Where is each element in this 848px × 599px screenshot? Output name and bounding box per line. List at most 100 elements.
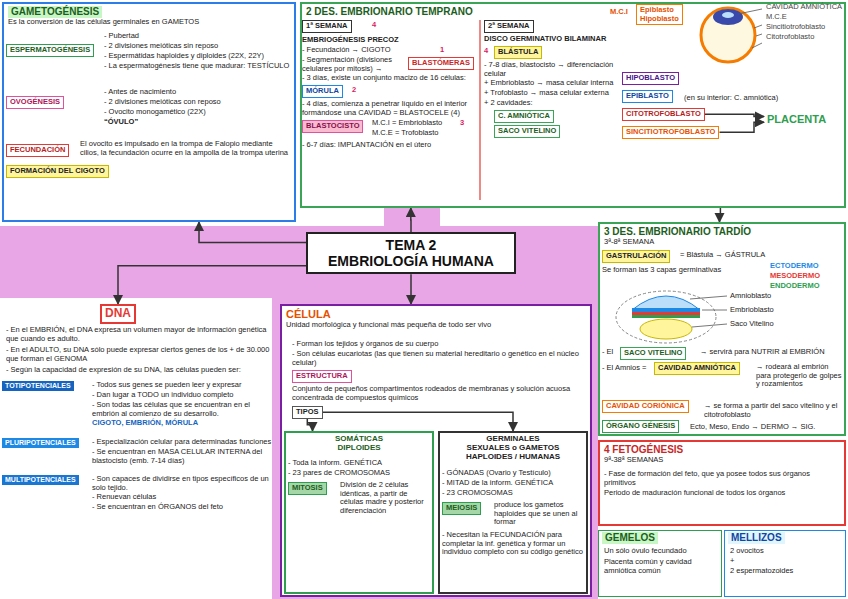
node-title: CITOTROFOBLASTO [626, 110, 701, 119]
node-title: MITOSIS [292, 484, 323, 493]
leader-line [756, 34, 762, 36]
connector [719, 208, 721, 222]
note-text: - Son células eucariotas (las que tienen… [292, 350, 588, 367]
leader-line [754, 25, 762, 28]
note-text: 2 espermatozoides [730, 567, 840, 576]
leader-line [702, 310, 727, 311]
note-text: + Embrioblasto → masa celular interna [484, 79, 614, 88]
note-text: - 23 CROMOSOMAS [442, 489, 584, 498]
term-box: BLASTOCISTO [302, 120, 363, 133]
note-text: = Blástula → GÁSTRULA [680, 251, 840, 260]
note-text: - Dan lugar a TODO un individuo completo [92, 391, 272, 400]
node-title: 2ª SEMANA [488, 22, 530, 31]
note-text: Placenta común y cavidad amniótica común [604, 558, 718, 575]
node-title: TEMA 2 [312, 237, 510, 253]
term-box: TOTIPOTENCIALES [2, 381, 74, 391]
note-text: - El Amnios = [602, 364, 652, 373]
term-box: MÓRULA [302, 85, 343, 98]
node-text: DIPLOIDES [289, 443, 429, 452]
callout-number: 4 [484, 47, 492, 56]
note-text: - Forman los tejidos y órganos de su cue… [292, 340, 588, 349]
inner-cell-mass [713, 9, 743, 25]
note-text: Conjunto de pequeños compartimentos rode… [292, 385, 588, 402]
node-title: MÓRULA [306, 87, 339, 96]
week-divider [479, 20, 480, 200]
node-title: SINCITIOTROFOBLASTO [626, 128, 715, 137]
term-box: PLACENTA [764, 112, 829, 127]
note-text: - La espermatogénesis tiene que madurar:… [104, 62, 292, 71]
note-text: Saco Vitelino [730, 320, 810, 329]
note-text: ENDODERMO [770, 282, 842, 291]
note-text: - Toda la inform. GENÉTICA [288, 459, 430, 468]
node-text: SEXUALES o GAMETOS [443, 443, 583, 452]
term-box: SINCITIOTROFOBLASTO [622, 126, 719, 139]
note-text: - Antes de nacimiento [104, 88, 292, 97]
node-text: Unidad morfológica y funcional más peque… [286, 321, 586, 330]
note-text: - 23 pares de CROMOSOMAS [288, 469, 430, 478]
note-text: + [730, 557, 840, 566]
note-text: División de 2 células idénticas, a parti… [340, 481, 430, 516]
note-text: - 4 días, comienza a penetrar líquido en… [302, 100, 478, 117]
node-title: GEMELOS [602, 532, 658, 544]
note-text: - En el EMBRIÓN, el DNA expresa un volum… [6, 326, 270, 343]
note-text: - Renuevan células [92, 493, 272, 502]
node-title: 2 DES. EMBRIONARIO TEMPRANO [306, 6, 840, 18]
term-box: SACO VITELINO [494, 125, 560, 138]
note-text: - Necesitan la FECUNDACIÓN para completa… [442, 531, 584, 557]
leader-line [690, 296, 727, 299]
term-box: GASTRULACIÓN [602, 250, 670, 263]
node-title: MULTIPOTENCIALES [5, 476, 76, 484]
amnion-shape [632, 296, 700, 310]
note-text: → se forma a partir del saco vitelino y … [704, 402, 844, 419]
term-box: C. AMNIÓTICA [494, 110, 554, 123]
node-title: BLÁSTULA [498, 48, 538, 57]
note-text: CIGOTO, EMBRIÓN, MÓRULA [92, 419, 272, 428]
term-box: ÓRGANO GÉNESIS [602, 420, 679, 433]
note-text: EMBRIOGÉNESIS PRECOZ [302, 36, 478, 45]
node-text: EMBRIOLOGÍA HUMANA [312, 253, 510, 269]
note-text: CAVIDAD AMNIÓTICA [766, 3, 844, 12]
note-text: - Segmentación (divisiones celulares por… [302, 56, 406, 73]
node-title: EPIBLASTO [626, 92, 669, 101]
term-box: CAVIDAD CORIÓNICA [602, 400, 689, 413]
node-text: 9ª-38ª SEMANAS [604, 456, 840, 465]
term-box: MEIOSIS [442, 502, 481, 515]
term-box: FORMACIÓN DEL CIGOTO [6, 165, 109, 178]
term-box: SACO VITELINO [620, 347, 686, 360]
title-box: TEMA 2EMBRIOLOGÍA HUMANA [306, 232, 516, 274]
note-text: - Especialización celular para determina… [92, 438, 272, 447]
term-box: OVOGÉNESIS [6, 96, 64, 109]
node-title: SOMÁTICAS [289, 434, 429, 443]
term-box: EpiblastoHipoblasto [636, 4, 683, 25]
note-text: Se forman las 3 capas germinativas [602, 266, 752, 275]
node-title: MEIOSIS [446, 504, 477, 513]
note-text: - El [602, 348, 618, 357]
note-text: + 2 cavidades: [484, 99, 614, 108]
cell-ground [280, 304, 592, 597]
leader-line [752, 43, 762, 48]
ectoderm-layer [632, 308, 700, 312]
connector [307, 419, 312, 431]
note-text: → servirá para NUTRIR al EMBRIÓN [700, 348, 844, 357]
node-title: HIPOBLASTO [626, 74, 675, 83]
note-text: - Todos sus genes se pueden leer y expre… [92, 381, 272, 390]
mesoderm-layer [632, 312, 700, 315]
endoderm-layer [632, 315, 700, 318]
note-text: ECTODERMO [770, 262, 842, 271]
note-text: + Trofoblasto → masa celular externa [484, 89, 614, 98]
note-text: - 2 divisiones meióticas sin reposo [104, 42, 292, 51]
node-title: BLASTÓMERAS [412, 59, 470, 68]
node-title: CAVIDAD AMNIÓTICA [658, 364, 736, 373]
note-text: - 6-7 días: IMPLANTACIÓN en el útero [302, 141, 478, 150]
note-text: Ecto, Meso, Endo → DERMO → SIG. [690, 423, 844, 432]
note-text: - Son capaces de dividirse en tipos espe… [92, 475, 272, 492]
callout-number: 3 [460, 119, 468, 128]
node-title: ESPERMATOGÉNESIS [10, 46, 90, 55]
node-title: FORMACIÓN DEL CIGOTO [10, 167, 105, 176]
term-box: TIPOS [292, 406, 323, 419]
term-box: ESTRUCTURA [292, 370, 352, 383]
note-text: produce los gametos haploides que se une… [494, 501, 584, 527]
note-text: - Fase de formación del feto, que ya pos… [604, 470, 840, 487]
note-text: Periodo de maduración funcional de todos… [604, 489, 840, 498]
node-title: GASTRULACIÓN [606, 252, 666, 261]
